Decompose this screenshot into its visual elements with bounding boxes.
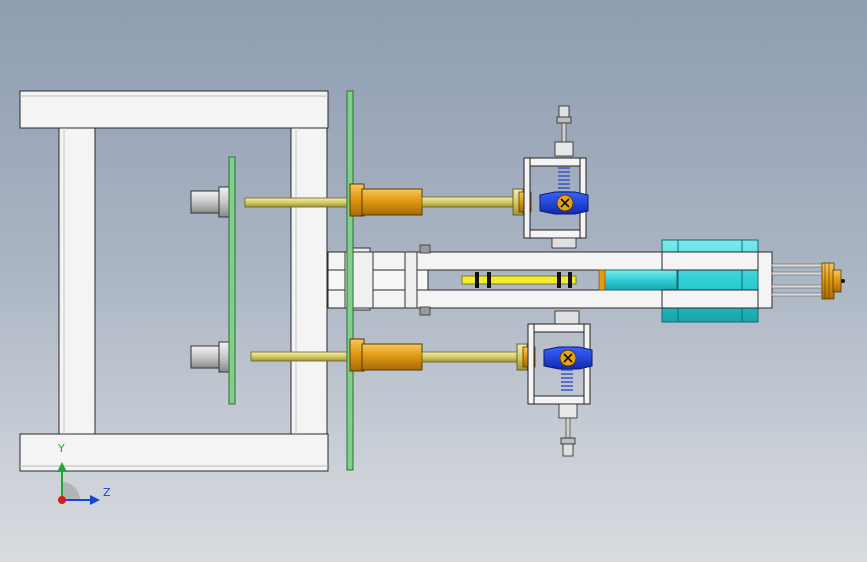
z-axis-label: Z xyxy=(103,486,111,499)
upper-clamp-assembly[interactable] xyxy=(523,105,589,249)
right-end-fitting[interactable] xyxy=(771,262,845,300)
y-axis-label: Y xyxy=(58,442,65,455)
lower-cylinder[interactable] xyxy=(349,338,423,372)
right-mounting-plate[interactable] xyxy=(346,90,354,471)
frame-right-post[interactable] xyxy=(290,127,328,435)
coordinate-triad xyxy=(57,462,100,505)
left-mounting-plate[interactable] xyxy=(228,156,236,405)
left-bearing-lower[interactable] xyxy=(190,341,230,373)
upper-piston-rod[interactable] xyxy=(421,196,517,208)
lower-guide-rod[interactable] xyxy=(250,351,350,362)
left-bearing-upper[interactable] xyxy=(190,186,230,218)
yellow-slide-bar[interactable] xyxy=(461,272,577,288)
upper-guide-rod[interactable] xyxy=(244,197,350,208)
upper-cylinder[interactable] xyxy=(349,183,423,217)
frame[interactable] xyxy=(19,90,329,472)
frame-top-beam[interactable] xyxy=(19,90,329,129)
frame-left-post[interactable] xyxy=(58,127,96,435)
lower-clamp-assembly[interactable] xyxy=(527,310,593,457)
frame-bottom-beam[interactable] xyxy=(19,433,329,472)
lower-piston-rod[interactable] xyxy=(421,351,521,363)
